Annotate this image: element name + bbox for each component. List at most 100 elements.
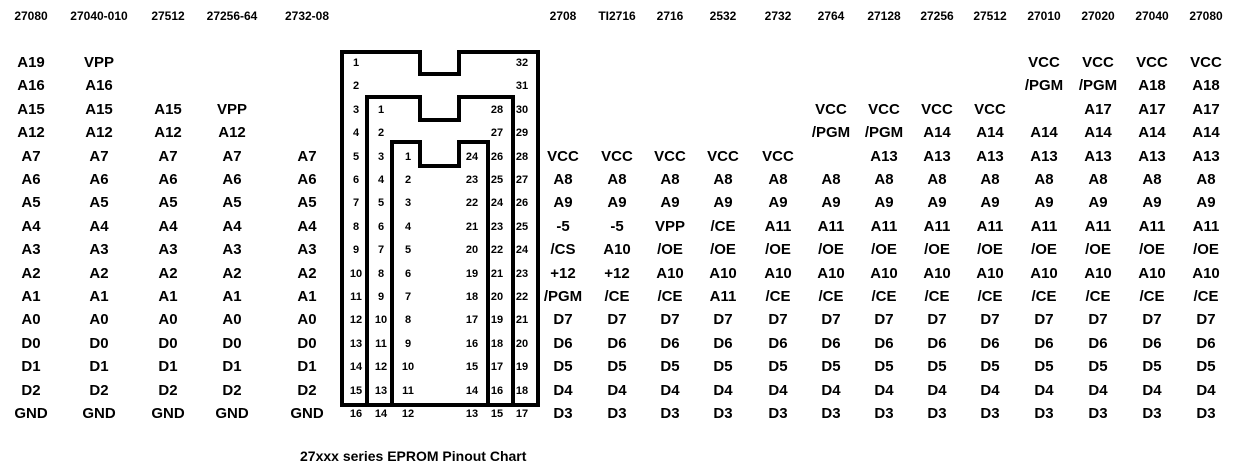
signal-label: A8 — [1034, 171, 1054, 188]
chip-header: 27128 — [867, 9, 901, 23]
pin-number: 5 — [352, 150, 360, 163]
package-24-pin-notch — [418, 140, 461, 168]
signal-label: A4 — [21, 217, 41, 235]
signal-label: D5 — [1034, 358, 1054, 376]
signal-label: /OE — [818, 241, 844, 259]
signal-label: A10 — [764, 264, 792, 282]
pin-number: 12 — [349, 314, 363, 327]
pin-number: 1 — [404, 150, 412, 163]
pin-number: 4 — [404, 220, 412, 233]
pin-number: 15 — [349, 384, 363, 397]
signal-label: VCC — [654, 147, 686, 165]
signal-label: D0 — [297, 334, 317, 352]
signal-label: D5 — [713, 358, 733, 376]
signal-label: -5 — [610, 217, 624, 235]
chip-header: 2532 — [709, 9, 737, 23]
signal-label: /CE — [871, 288, 897, 305]
signal-label: A17 — [1084, 100, 1112, 118]
signal-label: D4 — [607, 381, 627, 399]
chip-header: 27256 — [920, 9, 954, 23]
signal-label: GND — [82, 405, 116, 422]
pin-number: 15 — [465, 361, 479, 374]
signal-label: D4 — [1196, 381, 1216, 399]
signal-label: VCC — [1082, 54, 1114, 71]
signal-label: D5 — [1142, 358, 1162, 376]
signal-label: GND — [151, 405, 185, 422]
signal-label: A11 — [1138, 217, 1166, 235]
signal-label: /OE — [1139, 241, 1165, 259]
pin-number: 12 — [401, 408, 415, 420]
signal-label: A7 — [89, 147, 109, 165]
signal-label: VCC — [974, 100, 1006, 118]
pin-number: 7 — [352, 197, 360, 210]
signal-label: VCC — [1190, 54, 1222, 71]
signal-label: D5 — [660, 358, 680, 376]
signal-label: /CE — [977, 288, 1003, 305]
pin-number: 16 — [490, 384, 504, 397]
signal-label: A9 — [874, 194, 894, 212]
signal-label: A2 — [222, 264, 242, 282]
signal-label: /OE — [765, 241, 791, 259]
signal-label: /CE — [604, 288, 630, 305]
signal-label: D4 — [927, 381, 947, 399]
signal-label: A19 — [17, 54, 45, 71]
pin-number: 8 — [352, 220, 360, 233]
pin-number: 9 — [352, 244, 360, 257]
pin-number: 19 — [515, 361, 529, 374]
signal-label: A13 — [870, 147, 898, 165]
pin-number: 14 — [374, 408, 388, 420]
signal-label: A13 — [1192, 147, 1220, 165]
pin-number: 23 — [515, 267, 529, 280]
signal-label: /CE — [1193, 288, 1219, 305]
signal-label: A7 — [158, 147, 178, 165]
signal-label: A13 — [1030, 147, 1058, 165]
signal-label: D5 — [768, 358, 788, 376]
signal-label: /CS — [550, 241, 576, 259]
signal-label: A15 — [154, 100, 182, 118]
signal-label: A11 — [923, 217, 951, 235]
signal-label: D7 — [980, 311, 1000, 329]
pin-number: 20 — [490, 291, 504, 303]
signal-label: D5 — [927, 358, 947, 376]
signal-label: D3 — [1196, 405, 1216, 422]
pin-number: 28 — [490, 103, 504, 116]
pin-number: 1 — [377, 103, 385, 116]
signal-label: A8 — [553, 171, 573, 188]
signal-label: A9 — [1196, 194, 1216, 212]
signal-label: A3 — [158, 241, 178, 259]
signal-label: A8 — [1196, 171, 1216, 188]
signal-label: A10 — [1192, 264, 1220, 282]
signal-label: /OE — [1193, 241, 1219, 259]
pin-number: 5 — [377, 197, 385, 210]
signal-label: A10 — [817, 264, 845, 282]
pin-number: 27 — [490, 127, 504, 140]
signal-label: D0 — [21, 334, 41, 352]
signal-label: A13 — [923, 147, 951, 165]
signal-label: D1 — [222, 358, 242, 376]
pin-number: 20 — [515, 337, 529, 350]
signal-label: A13 — [1084, 147, 1112, 165]
chip-header: 27010 — [1027, 9, 1061, 23]
pin-number: 23 — [490, 220, 504, 233]
signal-label: D4 — [1034, 381, 1054, 399]
signal-label: A4 — [297, 217, 317, 235]
pin-number: 9 — [404, 337, 412, 350]
signal-label: D7 — [1142, 311, 1162, 329]
signal-label: VPP — [216, 100, 248, 118]
signal-label: A4 — [158, 217, 178, 235]
signal-label: A1 — [158, 288, 178, 305]
signal-label: A10 — [709, 264, 737, 282]
signal-label: A8 — [980, 171, 1000, 188]
signal-label: VCC — [762, 147, 794, 165]
signal-label: /OE — [871, 241, 897, 259]
signal-label: VCC — [547, 147, 579, 165]
signal-label: D6 — [607, 334, 627, 352]
signal-label: A2 — [297, 264, 317, 282]
signal-label: D2 — [89, 381, 109, 399]
signal-label: A0 — [222, 311, 242, 329]
pin-number: 18 — [465, 291, 479, 303]
chip-header: 2716 — [656, 9, 684, 23]
signal-label: A9 — [1034, 194, 1054, 212]
signal-label: A8 — [607, 171, 627, 188]
signal-label: D4 — [553, 381, 573, 399]
